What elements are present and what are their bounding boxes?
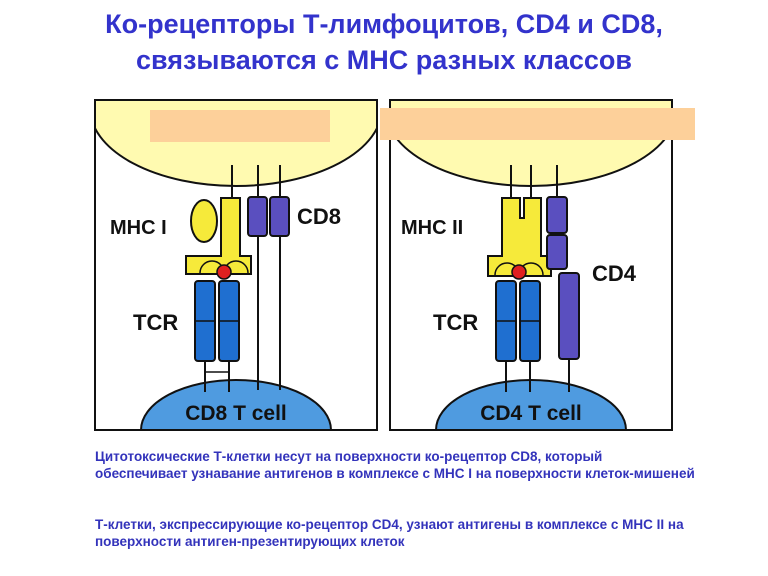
t-cell-left [140, 379, 332, 430]
title-line-1: Ко-рецепторы Т-лимфоцитов, CD4 и CD8, [105, 9, 663, 39]
cd4-domain-3 [558, 272, 580, 360]
cd8-alpha-chain [247, 196, 268, 237]
tcr-label-right: TCR [433, 310, 478, 335]
label-bar-right [380, 108, 695, 140]
coreceptor-diagram: MHC I TCR CD8 CD8 T cell MHC II [94, 99, 695, 431]
caption-cd4: Т-клетки, экспрессирующие ко-рецептор CD… [95, 517, 684, 549]
beta2-microglobulin [190, 199, 218, 243]
target-cell-left [95, 100, 377, 187]
tcr-label-left: TCR [133, 310, 178, 335]
caption-cd8: Цитотоксические Т-клетки несут на поверх… [95, 449, 695, 481]
cd8-beta-chain [269, 196, 290, 237]
left-panel: MHC I TCR CD8 CD8 T cell [94, 99, 378, 431]
cd8-t-cell-label: CD8 T cell [185, 402, 287, 425]
cd4-label: CD4 [592, 261, 637, 286]
mhc-i-label: MHC I [110, 217, 167, 239]
mhc-i-molecule [185, 197, 252, 275]
cd4-domain-2 [546, 234, 568, 270]
cd8-label: CD8 [297, 204, 341, 229]
right-panel: MHC II TCR CD4 CD4 T cell [380, 99, 695, 431]
cd4-domain-1 [546, 196, 568, 234]
peptide-antigen-left [216, 264, 232, 280]
mhc-ii-molecule [487, 197, 552, 277]
panel-frame-right [389, 99, 673, 431]
label-bar-left [150, 110, 330, 142]
page-title: Ко-рецепторы Т-лимфоцитов, CD4 и CD8, св… [0, 6, 768, 78]
title-line-2: связываются с МНС разных классов [135, 45, 633, 75]
peptide-antigen-right [511, 264, 527, 280]
cd4-t-cell-label: CD4 T cell [480, 402, 582, 425]
panel-frame-left [94, 99, 378, 431]
mhc-ii-label: MHC II [401, 217, 463, 239]
